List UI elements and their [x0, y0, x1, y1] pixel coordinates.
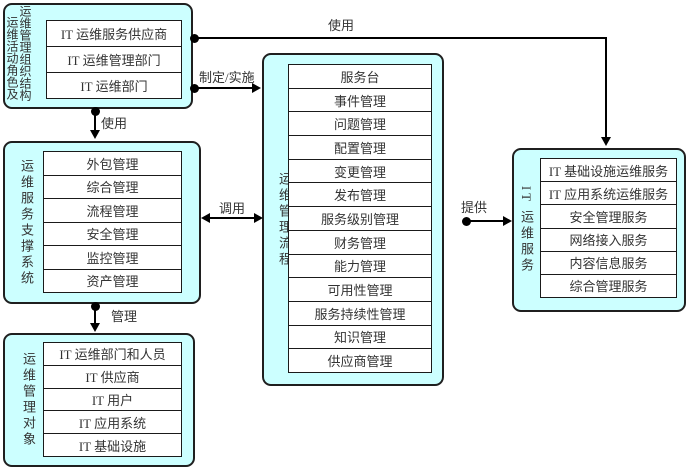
list-item: 内容信息服务: [540, 250, 677, 275]
edge-provide-line: [466, 220, 503, 222]
edge-formulate-label: 制定/实施: [199, 70, 255, 85]
list-item: 可用性管理: [288, 277, 432, 302]
edge-invoke-label: 调用: [219, 201, 246, 216]
group-org-label-col1: 运维活动角色及: [5, 16, 19, 100]
list-item: 安全管理: [43, 221, 182, 246]
group-support-label: 运维服务支撑系统: [19, 158, 34, 287]
list-item: 安全管理服务: [540, 204, 677, 229]
list-item: IT 运维管理部门: [46, 46, 182, 73]
list-item: 财务管理: [288, 229, 432, 255]
list-item: 发布管理: [288, 182, 432, 208]
arrowhead-left-icon: [201, 213, 210, 223]
list-item: IT 运维服务供应商: [46, 20, 182, 47]
list-item: 服务台: [288, 64, 432, 89]
group-management-processes-box: 运维管理流程 服务台事件管理问题管理配置管理变更管理发布管理服务级别管理财务管理…: [262, 53, 444, 386]
group-org-label-col2: 运维管理组织结构: [18, 5, 32, 101]
edge-use-left-label: 使用: [101, 116, 128, 131]
list-item: IT 应用系统: [43, 410, 182, 435]
list-item: 供应商管理: [288, 348, 432, 373]
arrowhead-down-icon: [601, 137, 611, 146]
list-item: 能力管理: [288, 253, 432, 279]
list-item: 综合管理: [43, 174, 182, 199]
list-item: 资产管理: [43, 268, 182, 293]
edge-formulate-line: [194, 87, 253, 89]
list-item: 配置管理: [288, 135, 432, 160]
edge-manage-line: [94, 306, 96, 324]
edge-use-left-line: [94, 111, 96, 132]
list-item: IT 基础设施运维服务: [540, 158, 677, 183]
list-item: IT 运维部门: [46, 72, 182, 99]
edge-invoke-line: [209, 217, 255, 219]
list-item: IT 基础设施: [43, 433, 182, 457]
group-services-label: IT 运维服务: [519, 185, 534, 275]
list-item: 综合管理服务: [540, 273, 677, 299]
edge-manage-label: 管理: [111, 309, 138, 324]
process-items: 服务台事件管理问题管理配置管理变更管理发布管理服务级别管理财务管理能力管理可用性…: [288, 64, 432, 373]
list-item: IT 供应商: [43, 364, 182, 389]
arrowhead-down-icon: [90, 130, 100, 139]
arrowhead-right-icon: [503, 216, 512, 226]
arrowhead-right-icon: [254, 213, 263, 223]
arrowhead-down-icon: [90, 323, 100, 332]
edge-use-top-hline: [194, 37, 607, 39]
list-item: 事件管理: [288, 87, 432, 113]
list-item: 网络接入服务: [540, 227, 677, 252]
list-item: 问题管理: [288, 111, 432, 137]
list-item: 服务级别管理: [288, 206, 432, 231]
list-item: IT 应用系统运维服务: [540, 181, 677, 206]
support-items: 外包管理综合管理流程管理安全管理监控管理资产管理: [43, 151, 182, 293]
list-item: IT 运维部门和人员: [43, 342, 182, 366]
list-item: 监控管理: [43, 245, 182, 270]
list-item: 流程管理: [43, 198, 182, 223]
edge-use-top-vline: [605, 37, 607, 138]
group-objects-label: 运维管理对象: [21, 352, 36, 448]
arrowhead-right-icon: [252, 83, 261, 93]
list-item: 外包管理: [43, 151, 182, 176]
list-item: 知识管理: [288, 324, 432, 350]
edge-provide-label: 提供: [461, 200, 488, 215]
group-support-systems-box: 运维服务支撑系统 外包管理综合管理流程管理安全管理监控管理资产管理: [3, 141, 201, 304]
list-item: 服务持续性管理: [288, 300, 432, 326]
list-item: IT 用户: [43, 387, 182, 412]
list-item: 变更管理: [288, 158, 432, 184]
edge-use-top-label: 使用: [328, 18, 355, 33]
